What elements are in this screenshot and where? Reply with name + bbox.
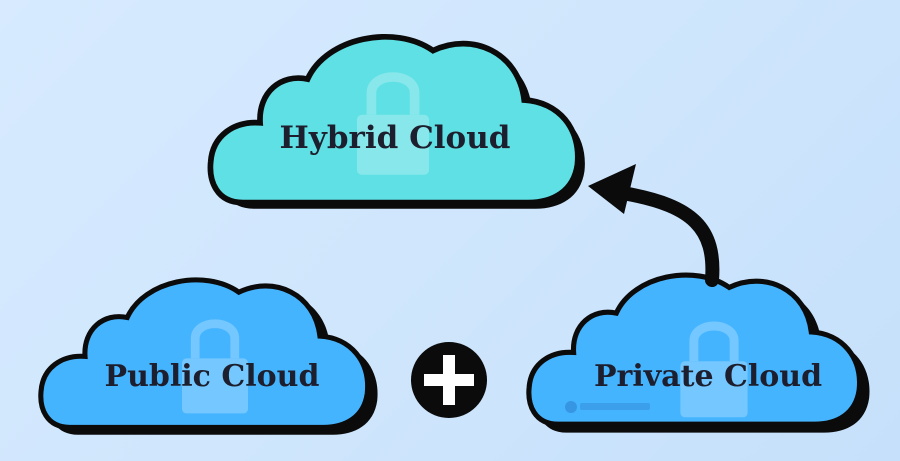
watermark-logo-icon bbox=[565, 401, 577, 413]
curved-arrow-icon bbox=[588, 164, 720, 287]
private-cloud: Private Cloud bbox=[529, 275, 870, 433]
plus-icon bbox=[411, 342, 487, 418]
hybrid-cloud: Hybrid Cloud bbox=[210, 37, 585, 209]
public-cloud-label: Public Cloud bbox=[105, 359, 320, 394]
watermark-logo-text bbox=[580, 403, 650, 410]
public-cloud: Public Cloud bbox=[41, 280, 378, 435]
private-cloud-label: Private Cloud bbox=[594, 359, 822, 394]
hybrid-cloud-label: Hybrid Cloud bbox=[280, 120, 511, 156]
